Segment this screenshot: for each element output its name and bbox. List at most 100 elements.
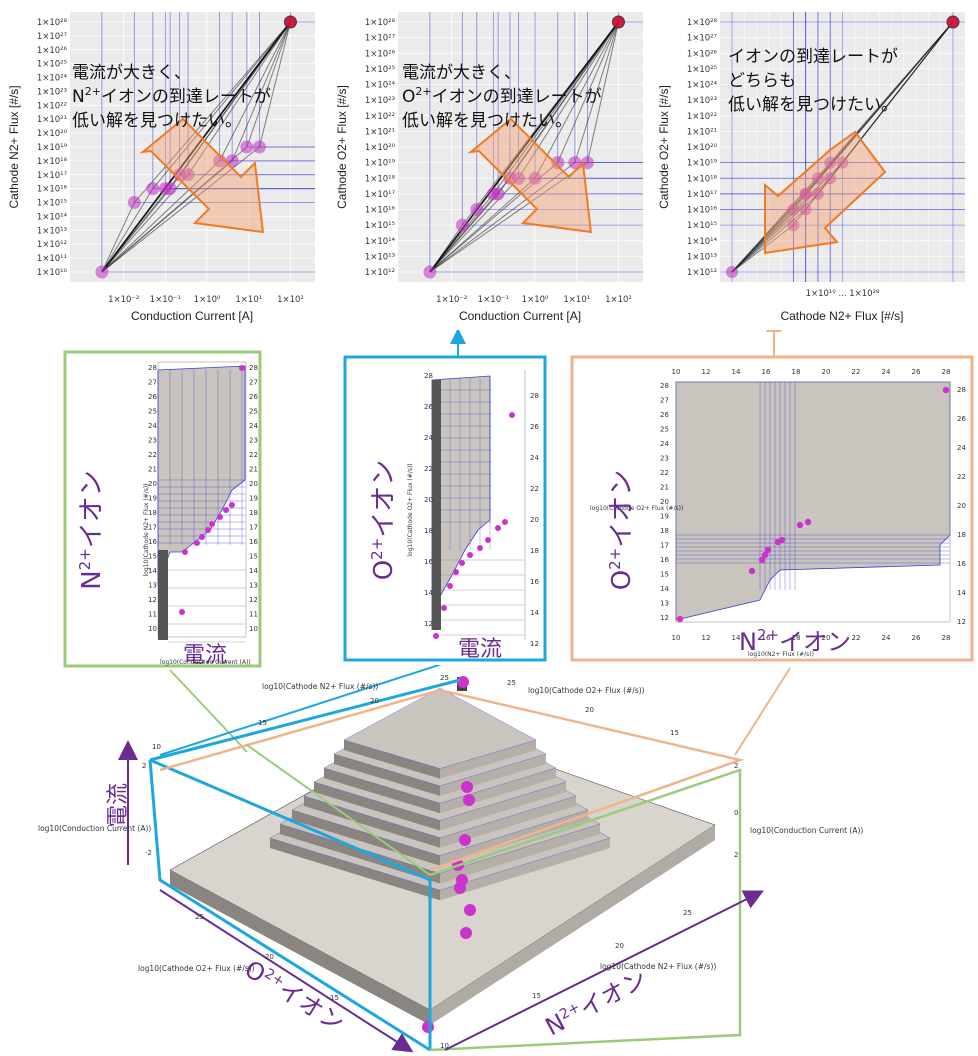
panel-right-y-tick: 18 [660,527,669,535]
data-point [811,187,824,200]
panel-left-tick: 18 [148,509,157,517]
panel-mid-point [502,519,508,525]
tick-20-top: 20 [370,697,379,705]
tick-15-top: 15 [258,719,267,727]
panel-mid-point [477,545,483,551]
x-tick-label: 1×10⁰ [194,295,221,305]
panel-right-y-tick: 16 [660,556,669,564]
panel-left-point [182,549,188,555]
tier-left-face [314,782,440,831]
panel-mid-point [453,569,459,575]
y-tick-label: 1×10²⁰ [365,143,396,153]
chart3-x-ticks: 1×10¹⁰ ... 1×10²⁸ [806,289,880,299]
axis-o2-top: log10(Cathode O2+ Flux (#/s)) [528,686,645,695]
panel-right-y-tick: 28 [660,382,669,390]
panel-left-tick: 12 [148,596,157,604]
y-tick-label: 1×10¹³ [37,226,67,236]
tier-top [343,687,537,769]
panel-right-title: O2+イオン [606,470,637,591]
y-tick-label: 1×10¹⁰ [37,268,68,278]
tick-25-top-r: 25 [507,679,516,687]
panel-right-x-tick-top: 24 [882,368,891,376]
chart3-note-line1: イオンの到達レートが [728,47,898,67]
chart3-marks [720,12,965,282]
chart2-note-line1: 電流が大きく、 [402,63,521,83]
data-point [568,156,582,170]
panel-left-title: N2+イオン [76,470,107,590]
x-tick-label: 1×10⁻¹ [150,295,181,305]
panel-left-tick: 15 [148,553,157,561]
panel-left-tick: 16 [148,538,157,546]
panel-mid-tick: 22 [424,465,433,473]
chart1-y-ticks: 1×10²⁸1×10²⁷1×10²⁶1×10²⁵1×10²⁴1×10²³1×10… [37,18,68,278]
y-tick-label: 1×10¹⁴ [687,237,718,247]
pyramid-base-right-face [430,825,715,1025]
chart3-xlabel: Cathode N2+ Flux [#/s] [780,309,903,323]
panel-mid-tick-right: 16 [530,578,539,586]
pyramid-point [461,781,473,793]
data-point [811,172,824,185]
panel-right-point [748,567,756,575]
data-point [511,171,525,185]
y-tick-label: 1×10²³ [687,96,717,106]
panel-mid-grid [441,370,526,640]
x-tick-label: 1×10¹⁰ ... 1×10²⁸ [806,289,880,299]
panel-right-x-tick-top: 12 [702,368,711,376]
panel-right-y-tick-right: 20 [957,502,966,510]
panel-right-x-tick: 14 [732,634,741,642]
x-tick-label: 1×10⁻¹ [478,295,509,305]
y-tick-label: 1×10¹⁴ [37,212,68,222]
panel-right-y-tick-right: 12 [957,618,966,626]
y-tick-label: 1×10¹⁶ [37,185,68,195]
panel-left-tick-right: 23 [249,437,258,445]
panel-right-axis-small: log10(Cathode O2+ Flux (#/s)) [590,505,683,512]
data-point [824,156,837,169]
panel-right-x-tick: 20 [822,634,831,642]
y-tick-label: 1×10²³ [37,87,67,97]
tier-right-face [440,740,536,779]
y-tick-label: 1×10¹⁴ [365,237,396,247]
data-point [787,203,800,216]
axis-o2-bottom: log10(Cathode O2+ Flux (#/s)) [138,964,255,973]
x-tick-label: 1×10¹ [235,295,262,305]
panel-mid-tick: 14 [424,589,433,597]
y-tick-label: 1×10²² [687,112,717,122]
y-tick-label: 1×10¹⁹ [687,159,718,169]
panel-right-box [675,381,951,623]
panel-right-y-tick: 25 [660,426,669,434]
panel-right-point [764,546,772,554]
chart2-y-ticks: 1×10²⁸1×10²⁷1×10²⁶1×10²⁵1×10²⁴1×10²³1×10… [365,18,396,278]
y-tick-label: 1×10²⁷ [365,34,396,44]
panel-left-point [199,534,205,540]
y-tick-label: 1×10²⁶ [37,46,68,56]
panel-left-tick-right: 27 [249,379,258,387]
y-tick-label: 1×10¹⁹ [365,159,396,169]
y-tick-label: 1×10²² [365,112,395,122]
data-point [799,187,812,200]
panel-right-y-tick-right: 14 [957,589,966,597]
chart2-ylabel: Cathode O2+ Flux [#/s] [335,85,349,209]
panel-right-y-tick: 14 [660,585,669,593]
y-tick-label: 1×10²¹ [365,127,395,137]
data-point [470,203,484,216]
arrow-blue-up [159,665,443,756]
panel-right-y-tick: 26 [660,411,669,419]
tick-25-top: 25 [440,674,449,682]
data-point [95,265,109,279]
panel-right-y-tick-right: 18 [957,531,966,539]
orange-direction-arrow [139,117,265,234]
panel-mid-tick-right: 14 [530,609,539,617]
panel-left-tick: 11 [148,611,157,619]
panel-left-tick: 24 [148,422,157,430]
y-tick-label: 1×10¹⁸ [365,174,396,184]
y-tick-label: 1×10¹⁵ [37,199,67,209]
panel-left-tick-right: 15 [249,553,258,561]
y-tick-label: 1×10¹⁷ [37,171,68,181]
data-point [491,187,505,201]
panel-left-tick-right: 12 [249,596,258,604]
panel-right-axis-small2: log10(N2+ Flux (#/s)) [748,651,814,658]
tier-left-face [334,754,440,796]
panel-right-x-tick-top: 18 [792,368,801,376]
